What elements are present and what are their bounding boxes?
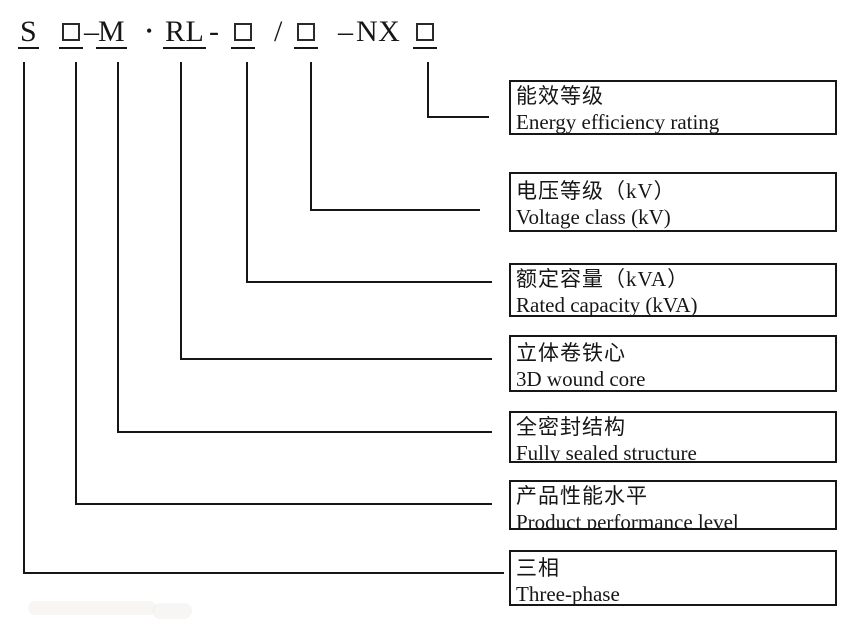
code-three-phase: S [18, 15, 40, 49]
legend-cn-rated-capacity: 额定容量（kVA） [516, 267, 690, 291]
legend-en-three-phase: Three-phase [516, 582, 620, 606]
placeholder-box-voltage [294, 16, 318, 49]
legend-box-rated-capacity: 额定容量（kVA） Rated capacity (kVA) [509, 263, 837, 317]
placeholder-box-performance [59, 16, 83, 49]
legend-box-performance-level: 产品性能水平 Product performance level [509, 480, 837, 530]
legend-cn-three-phase: 三相 [516, 556, 560, 580]
code-dash-2: – [338, 15, 354, 48]
placeholder-square-icon [234, 23, 252, 41]
placeholder-box-efficiency [413, 16, 437, 49]
placeholder-square-icon [297, 23, 315, 41]
code-wound-core: RL [163, 15, 207, 49]
connector-energy-efficiency [427, 62, 489, 118]
connector-rated-capacity [246, 62, 492, 283]
connector-wound-core [180, 62, 492, 360]
legend-box-energy-efficiency: 能效等级 Energy efficiency rating [509, 80, 837, 135]
legend-cn-performance-level: 产品性能水平 [516, 484, 648, 508]
code-slash: / [274, 15, 283, 48]
legend-box-three-phase: 三相 Three-phase [509, 550, 837, 606]
legend-box-voltage-class: 电压等级（kV） Voltage class (kV) [509, 172, 837, 232]
scan-artifact [28, 601, 156, 615]
placeholder-square-icon [62, 23, 80, 41]
code-sealed: M [96, 15, 128, 49]
legend-cn-sealed-structure: 全密封结构 [516, 415, 626, 439]
legend-box-wound-core: 立体卷铁心 3D wound core [509, 335, 837, 392]
connector-sealed-structure [117, 62, 492, 433]
legend-en-sealed-structure: Fully sealed structure [516, 441, 697, 463]
connector-three-phase [23, 62, 504, 574]
connector-voltage-class [310, 62, 480, 211]
legend-en-performance-level: Product performance level [516, 510, 739, 530]
placeholder-square-icon [416, 23, 434, 41]
legend-en-rated-capacity: Rated capacity (kVA) [516, 293, 698, 317]
legend-en-wound-core: 3D wound core [516, 367, 646, 391]
legend-en-voltage-class: Voltage class (kV) [516, 205, 671, 229]
code-dash: – [84, 15, 100, 48]
code-hyphen: - [209, 15, 220, 48]
legend-cn-energy-efficiency: 能效等级 [516, 84, 604, 108]
legend-cn-voltage-class: 电压等级（kV） [516, 179, 676, 203]
legend-en-energy-efficiency: Energy efficiency rating [516, 110, 720, 134]
legend-box-sealed-structure: 全密封结构 Fully sealed structure [509, 411, 837, 463]
legend-cn-wound-core: 立体卷铁心 [516, 341, 626, 365]
scan-artifact [152, 603, 192, 619]
placeholder-box-capacity [231, 16, 255, 49]
bullet-separator-icon: • [146, 21, 153, 41]
connector-performance-level [75, 62, 492, 505]
code-efficiency-prefix: NX [356, 15, 401, 48]
